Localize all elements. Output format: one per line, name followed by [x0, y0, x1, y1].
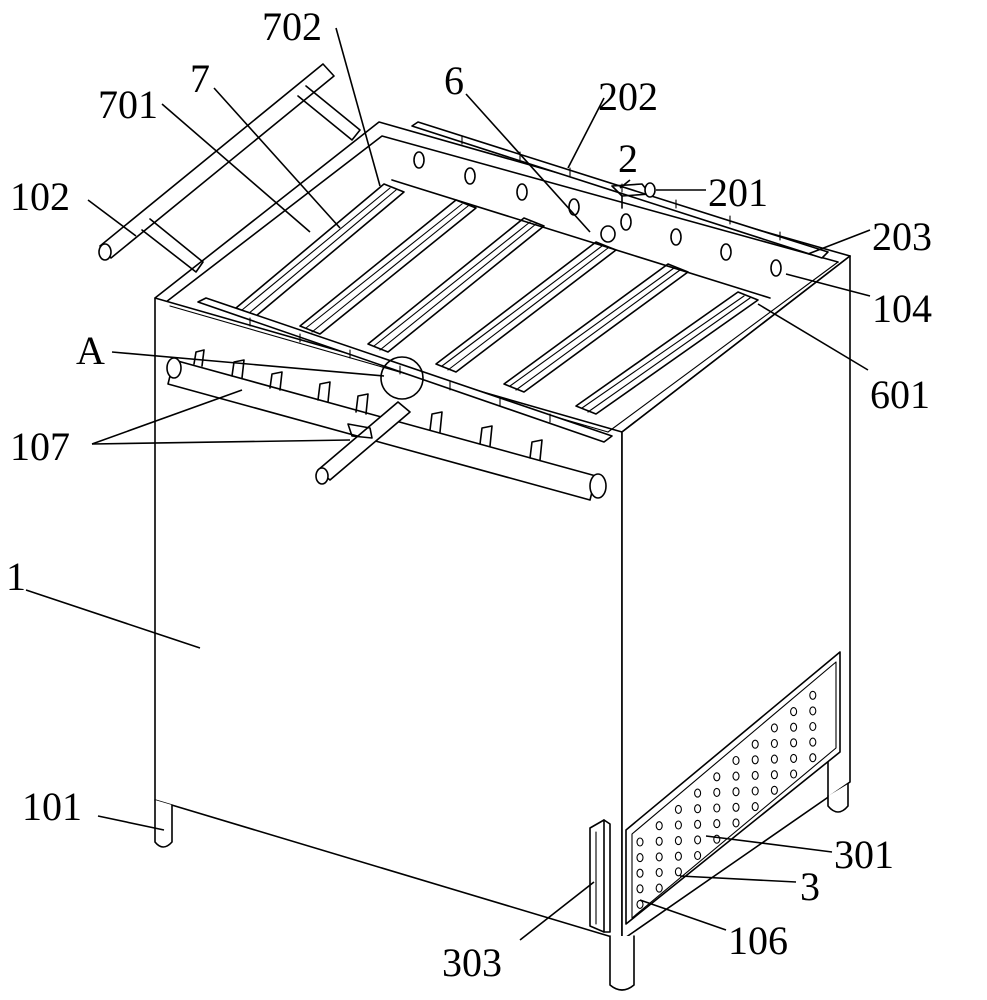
cartridge [575, 291, 759, 415]
label-203: 203 [872, 214, 932, 259]
front-rail-203 [197, 297, 613, 443]
label-3: 3 [800, 864, 820, 909]
panel-hole [809, 706, 817, 716]
panel-hole [732, 755, 740, 766]
label-301: 301 [834, 832, 894, 877]
panel-hole [751, 770, 759, 780]
panel-hole [751, 802, 759, 812]
cartridge [503, 263, 689, 393]
panel-hole [694, 835, 702, 845]
label-2: 2 [618, 136, 638, 181]
panel-hole [655, 883, 663, 893]
panel-hole [770, 785, 778, 795]
cartridge [435, 241, 617, 373]
panel-hole [732, 818, 740, 828]
label-202: 202 [598, 74, 658, 119]
panel-hole [674, 804, 682, 814]
pipe-fitting-201 [611, 182, 656, 209]
panel-hole [713, 803, 721, 813]
panel-hole [809, 721, 817, 732]
panel-hole [770, 738, 778, 749]
leader-lines [25, 27, 871, 941]
detail-circle-a [380, 356, 424, 400]
side-bracket-303 [589, 819, 611, 933]
panel-hole [694, 850, 702, 861]
panel-hole [636, 868, 644, 878]
panel-hole [636, 884, 644, 894]
panel-hole [751, 739, 759, 749]
label-201: 201 [708, 170, 768, 215]
label-a: A [76, 328, 105, 373]
filter-cartridges-7 [235, 183, 759, 415]
reference-labels: 702 7 6 202 701 2 201 102 203 104 A 601 … [6, 4, 932, 985]
label-104: 104 [872, 286, 932, 331]
panel-hole [636, 837, 644, 847]
panel-hole [732, 771, 740, 781]
label-107: 107 [10, 424, 70, 469]
nozzles [193, 349, 543, 461]
label-601: 601 [870, 372, 930, 417]
panel-hole [694, 788, 702, 798]
panel-hole [732, 802, 740, 812]
label-702: 702 [262, 4, 322, 49]
panel-hole [655, 867, 663, 878]
panel-hole [674, 820, 682, 830]
panel-hole [732, 787, 740, 797]
panel-hole [713, 787, 721, 797]
handle-102 [98, 63, 361, 273]
panel-hole [713, 834, 721, 844]
panel-hole [790, 738, 798, 748]
cartridge [299, 199, 477, 335]
panel-hole [751, 755, 759, 765]
panel-hole [809, 737, 817, 747]
label-1: 1 [6, 554, 26, 599]
rear-rail-202 [411, 121, 829, 277]
panel-hole [674, 836, 682, 846]
panel-hole [790, 753, 798, 763]
cartridge [367, 217, 545, 353]
label-106: 106 [728, 918, 788, 963]
label-101: 101 [22, 784, 82, 829]
panel-holes-301 [636, 690, 817, 909]
panel-hole [713, 772, 721, 782]
panel-hole [713, 819, 721, 829]
cartridge [235, 183, 405, 317]
label-6: 6 [444, 58, 464, 103]
perforated-panel-3 [625, 651, 841, 925]
spray-bar-107 [166, 349, 607, 501]
panel-hole [694, 804, 702, 814]
label-303: 303 [442, 940, 502, 985]
panel-hole [674, 851, 682, 861]
panel-hole [770, 770, 778, 780]
panel-hole [636, 853, 644, 863]
rear-holes-104 [413, 151, 782, 277]
panel-hole [809, 753, 817, 763]
panel-hole [694, 819, 702, 829]
panel-hole [790, 769, 798, 779]
panel-hole [751, 786, 759, 796]
panel-hole [674, 867, 682, 877]
label-102: 102 [10, 174, 70, 219]
panel-hole [809, 690, 817, 700]
panel-hole [655, 821, 663, 831]
center-pipe-6 [391, 179, 771, 299]
panel-hole [770, 723, 778, 733]
label-701: 701 [98, 82, 158, 127]
panel-hole [655, 852, 663, 862]
panel-hole [770, 754, 778, 764]
panel-hole [790, 722, 798, 732]
panel-hole [790, 707, 798, 717]
panel-hole [655, 836, 663, 846]
label-7: 7 [190, 56, 210, 101]
